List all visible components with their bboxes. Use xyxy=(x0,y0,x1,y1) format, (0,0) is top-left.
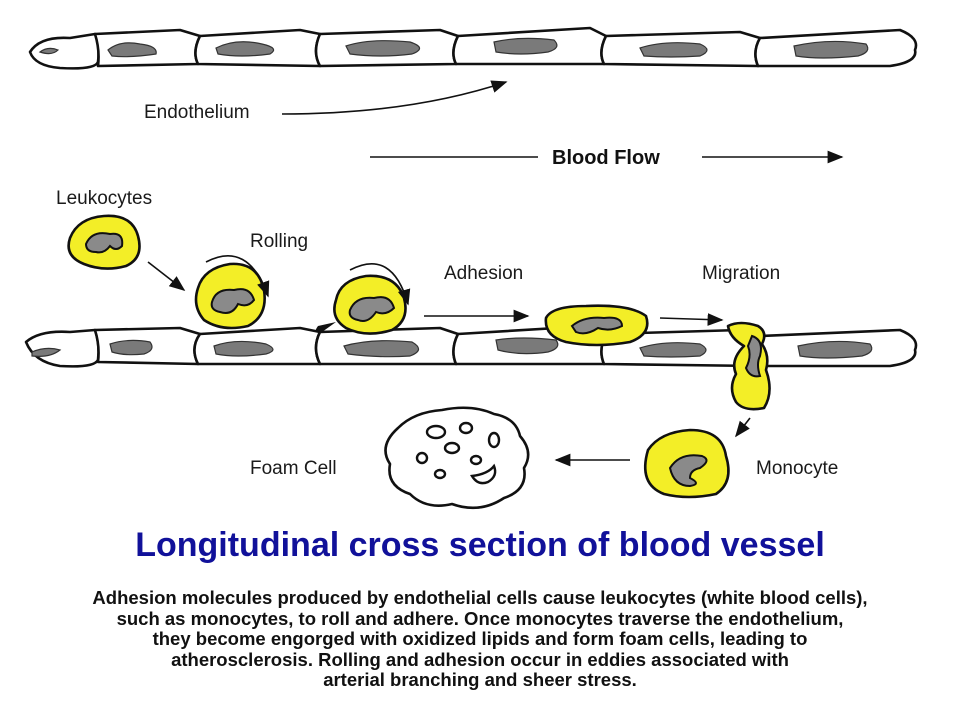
caption-line: they become engorged with oxidized lipid… xyxy=(152,628,808,649)
bottom-endothelium xyxy=(24,324,918,368)
migration-down-arrow xyxy=(735,417,751,438)
rolling-label: Rolling xyxy=(250,231,308,252)
caption-line: atherosclerosis. Rolling and adhesion oc… xyxy=(171,648,789,670)
endothelial-nucleus xyxy=(797,340,873,359)
monocyte-cell xyxy=(643,428,730,499)
endothelial-nucleus xyxy=(215,41,275,57)
endothelial-nucleus xyxy=(495,337,559,355)
endothelial-nucleus xyxy=(639,342,707,358)
rolling-arrow-2 xyxy=(349,263,411,306)
endothelial-nucleus xyxy=(38,47,60,55)
top-endothelium xyxy=(28,26,918,70)
caption-line: such as monocytes, to roll and adhere. O… xyxy=(116,607,844,629)
leukocyte-adhered xyxy=(544,304,649,347)
endothelial-nucleus xyxy=(793,40,869,59)
endothelial-nucleus xyxy=(107,42,157,58)
adhesion-label: Adhesion xyxy=(444,263,523,284)
blood-flow-label: Blood Flow xyxy=(552,147,660,169)
foam-cell xyxy=(384,406,530,510)
leukocyte-rolling-1 xyxy=(194,262,266,330)
endothelium-label: Endothelium xyxy=(144,102,250,123)
endothelial-nucleus xyxy=(213,340,274,357)
endothelial-nucleus xyxy=(31,347,62,357)
caption-line: Adhesion molecules produced by endotheli… xyxy=(92,587,868,608)
caption-line: arterial branching and sheer stress. xyxy=(323,669,637,690)
leukocyte-free xyxy=(67,214,141,270)
diagram-title: Longitudinal cross section of blood vess… xyxy=(135,526,825,564)
leukocyte-rolling-2 xyxy=(315,274,407,335)
rolling-arrow-1 xyxy=(205,255,270,298)
leukocyte-arrow xyxy=(147,261,186,291)
endothelial-nucleus xyxy=(109,339,153,356)
blood-vessel-diagram: Endothelium Blood Flow Leukocytes Rollin… xyxy=(24,26,918,510)
caption: Adhesion molecules produced by endotheli… xyxy=(20,587,940,691)
endothelial-cell xyxy=(24,328,100,368)
leukocyte-migrating xyxy=(726,321,771,411)
foam-cell-label: Foam Cell xyxy=(250,458,337,479)
endothelium-arrow xyxy=(281,80,508,115)
endothelial-nucleus xyxy=(493,37,558,55)
endothelial-nucleus xyxy=(343,340,420,358)
endothelial-nucleus xyxy=(345,40,421,57)
monocyte-label: Monocyte xyxy=(756,458,838,479)
endothelial-nucleus xyxy=(639,42,708,58)
migration-label: Migration xyxy=(702,263,780,284)
migration-arrow xyxy=(659,313,724,326)
leukocytes-label: Leukocytes xyxy=(56,188,152,209)
